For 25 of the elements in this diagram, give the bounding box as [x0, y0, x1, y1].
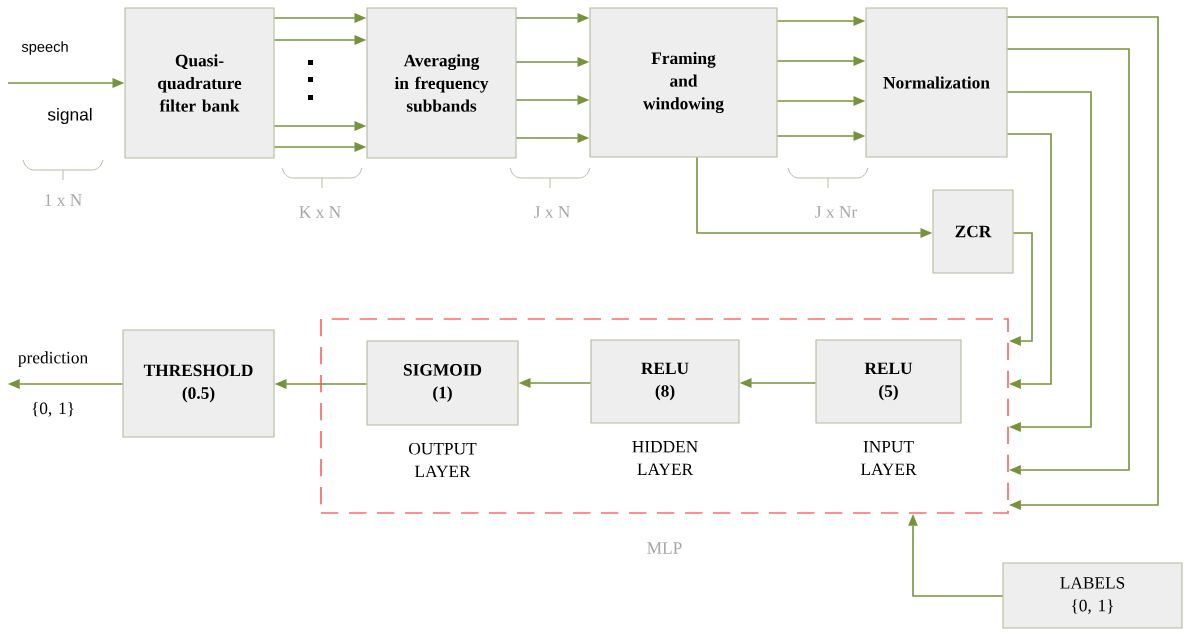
- layer-caption: INPUT LAYER: [860, 441, 917, 475]
- signal-label: signal: [47, 107, 92, 125]
- process-box: SIGMOID (1): [366, 340, 519, 426]
- dimension-label: J x Nr: [815, 206, 858, 218]
- arrow: [1006, 91, 1092, 432]
- layer-caption: OUTPUT LAYER: [409, 442, 477, 478]
- arrow: [1006, 16, 1159, 510]
- group-title: MLP: [647, 542, 682, 554]
- signal-label: speech: [21, 41, 68, 55]
- process-box: Averaging in frequency subbands: [366, 7, 517, 159]
- process-box: LABELS {0, 1}: [1002, 562, 1183, 629]
- layer-caption: HIDDEN LAYER: [632, 441, 698, 475]
- dimension-label: 1 x N: [45, 194, 82, 206]
- output-label: prediction {0, 1}: [18, 351, 88, 417]
- process-box: Quasi-quadrature filter bank: [124, 7, 275, 159]
- arrow: [1006, 48, 1130, 475]
- process-box: RELU (5): [815, 339, 962, 424]
- process-box: Framing and windowing: [589, 7, 778, 158]
- process-box: Normalization: [865, 7, 1008, 158]
- process-box: ZCR: [932, 189, 1014, 274]
- arrow: [1006, 133, 1052, 389]
- process-box: RELU (8): [590, 339, 740, 424]
- dimension-label: K x N: [299, 206, 341, 218]
- process-box: THRESHOLD (0.5): [122, 329, 275, 438]
- dimension-label: J x N: [534, 206, 570, 218]
